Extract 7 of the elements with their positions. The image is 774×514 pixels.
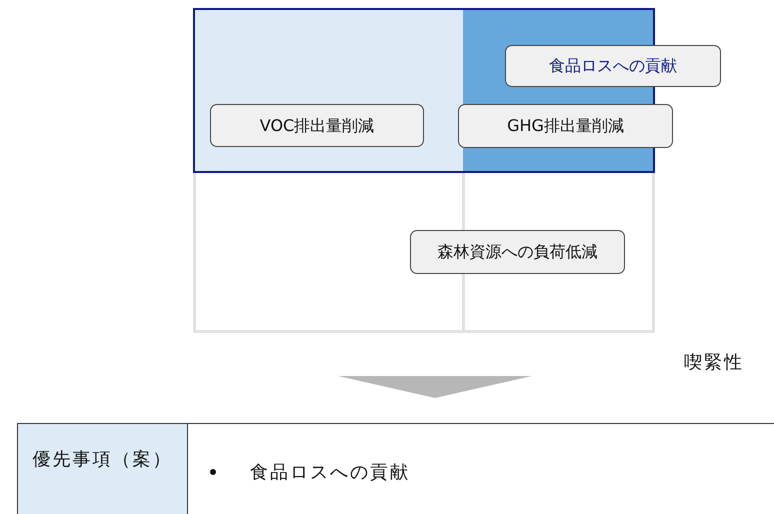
header-cell-text: 優先事項（案）	[32, 448, 174, 472]
axis-label: 喫緊性	[684, 351, 744, 374]
item-box: 森林資源への負荷低減	[410, 230, 625, 274]
priority-item: 食品ロスへの貢献	[250, 461, 410, 484]
item-box: 食品ロスへの貢献	[505, 45, 721, 87]
item-box: VOC排出量削減	[210, 104, 424, 147]
item-box: GHG排出量削減	[458, 104, 673, 148]
